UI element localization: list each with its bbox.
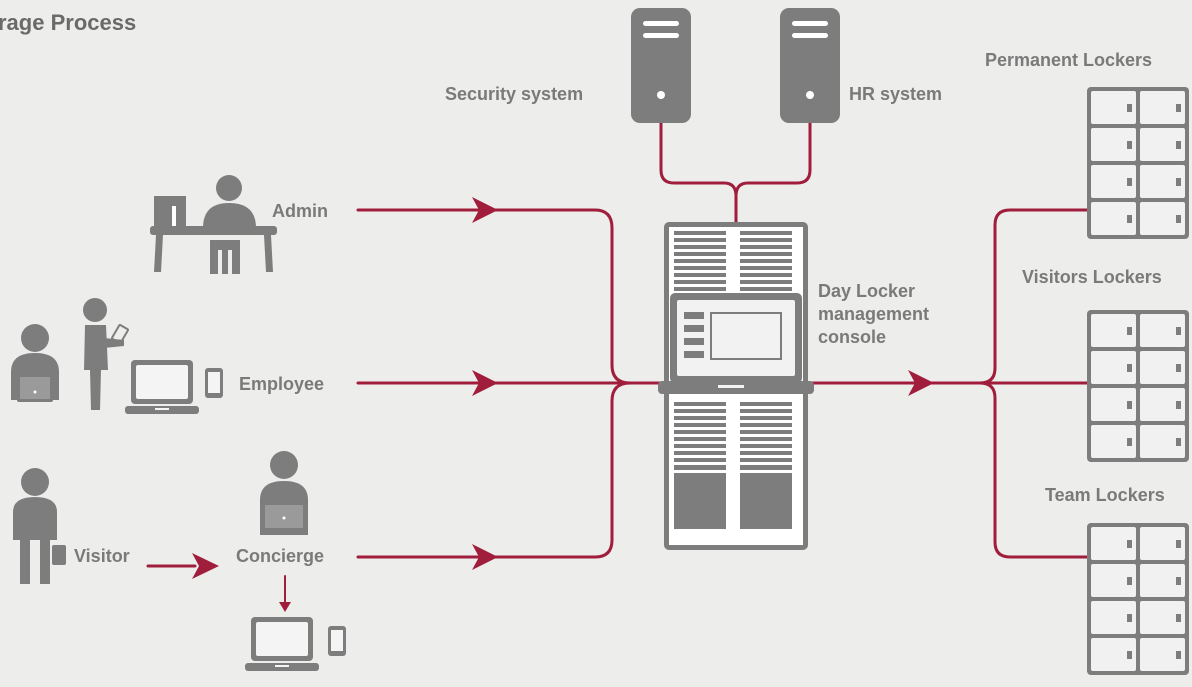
admin-desk-icon	[150, 175, 277, 274]
label-hr-system: HR system	[849, 84, 943, 104]
label-management-console: Day Locker management console	[818, 281, 930, 347]
label-concierge: Concierge	[236, 546, 325, 566]
label-visitors-lockers: Visitors Lockers	[1022, 267, 1162, 287]
label-employee: Employee	[239, 374, 325, 394]
connector-security-to-console	[659, 120, 738, 230]
arrowhead-console-out	[908, 370, 934, 396]
arrowhead-employee	[472, 370, 498, 396]
visitor-icon	[13, 468, 66, 584]
security-server-icon	[631, 8, 691, 123]
label-permanent-lockers: Permanent Lockers	[985, 50, 1153, 70]
employee-icon	[11, 298, 223, 414]
connector-admin	[356, 208, 666, 385]
label-security-system: Security system	[445, 84, 584, 104]
label-admin: Admin	[272, 201, 328, 221]
arrowhead-admin	[472, 197, 498, 223]
label-team-lockers: Team Lockers	[1045, 485, 1165, 505]
team-lockers-icon	[1087, 523, 1189, 675]
connector-to-team-lockers	[978, 381, 1092, 559]
connector-hr-to-console	[734, 120, 812, 198]
label-visitor: Visitor	[74, 546, 130, 566]
arrowhead-concierge-down	[279, 602, 291, 612]
management-console-icon	[658, 222, 814, 550]
arrowhead-concierge	[472, 544, 498, 570]
flow-arrowheads	[192, 197, 934, 612]
arrowhead-visitor	[192, 553, 219, 579]
permanent-lockers-icon	[1087, 87, 1189, 239]
flow-connectors	[146, 120, 1092, 605]
concierge-devices-icon	[245, 617, 346, 671]
visitors-lockers-icon	[1087, 310, 1189, 462]
connector-concierge	[356, 381, 632, 559]
hr-server-icon	[780, 8, 840, 123]
page-title: rage Process	[0, 10, 137, 35]
concierge-icon	[260, 451, 308, 535]
